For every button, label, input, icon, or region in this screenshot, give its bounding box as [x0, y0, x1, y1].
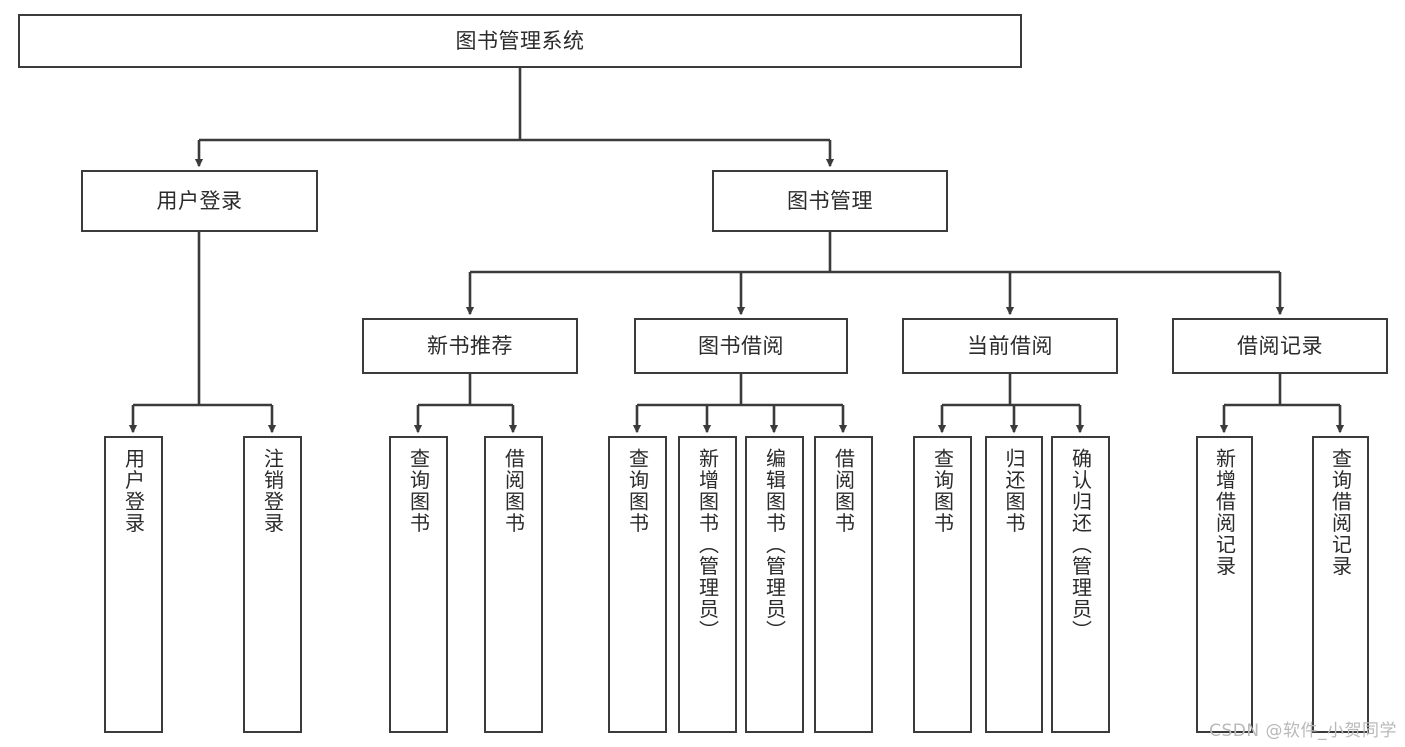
node-current-borrow[interactable]: 当前借阅 [902, 318, 1118, 374]
node-leaf-user-login[interactable]: 用户登录 [104, 436, 163, 733]
node-leaf-return-book[interactable]: 归还图书 [985, 436, 1043, 733]
node-user-login[interactable]: 用户登录 [81, 170, 318, 232]
node-leaf-user-login-label: 用户登录 [121, 448, 146, 534]
node-leaf-query-record-label: 查询借阅记录 [1328, 448, 1353, 577]
node-book-manage[interactable]: 图书管理 [712, 170, 948, 232]
node-leaf-borrow-book-1[interactable]: 借阅图书 [484, 436, 543, 733]
node-leaf-logout-label: 注销登录 [260, 448, 285, 534]
node-leaf-borrow-book-2[interactable]: 借阅图书 [814, 436, 873, 733]
node-leaf-add-book[interactable]: 新增图书（管理员） [678, 436, 737, 733]
node-borrow-record[interactable]: 借阅记录 [1172, 318, 1388, 374]
node-leaf-add-record-label: 新增借阅记录 [1212, 448, 1237, 577]
node-leaf-confirm-return[interactable]: 确认归还（管理员） [1051, 436, 1110, 733]
node-new-book-recommend-label: 新书推荐 [427, 333, 513, 358]
node-leaf-query-record[interactable]: 查询借阅记录 [1312, 436, 1369, 733]
node-leaf-add-record[interactable]: 新增借阅记录 [1196, 436, 1253, 733]
node-leaf-query-book-2[interactable]: 查询图书 [608, 436, 667, 733]
node-root-label: 图书管理系统 [455, 28, 585, 53]
node-book-borrow-label: 图书借阅 [698, 333, 784, 358]
node-leaf-query-book-1[interactable]: 查询图书 [389, 436, 448, 733]
node-borrow-record-label: 借阅记录 [1237, 333, 1323, 358]
node-leaf-edit-book[interactable]: 编辑图书（管理员） [745, 436, 804, 733]
node-new-book-recommend[interactable]: 新书推荐 [362, 318, 578, 374]
node-leaf-query-book-3-label: 查询图书 [930, 448, 955, 534]
node-leaf-logout[interactable]: 注销登录 [243, 436, 302, 733]
node-leaf-query-book-2-label: 查询图书 [625, 448, 650, 534]
node-current-borrow-label: 当前借阅 [967, 333, 1053, 358]
node-user-login-label: 用户登录 [156, 188, 243, 213]
node-leaf-borrow-book-2-label: 借阅图书 [831, 448, 856, 534]
node-leaf-query-book-3[interactable]: 查询图书 [913, 436, 972, 733]
node-book-borrow[interactable]: 图书借阅 [634, 318, 848, 374]
node-leaf-confirm-return-label: 确认归还（管理员） [1068, 448, 1093, 642]
node-leaf-add-book-label: 新增图书（管理员） [695, 448, 720, 642]
node-leaf-return-book-label: 归还图书 [1002, 448, 1026, 534]
node-leaf-borrow-book-1-label: 借阅图书 [501, 448, 526, 534]
node-book-manage-label: 图书管理 [787, 188, 873, 213]
node-leaf-query-book-1-label: 查询图书 [406, 448, 431, 534]
node-root[interactable]: 图书管理系统 [18, 14, 1022, 68]
node-leaf-edit-book-label: 编辑图书（管理员） [762, 448, 787, 642]
